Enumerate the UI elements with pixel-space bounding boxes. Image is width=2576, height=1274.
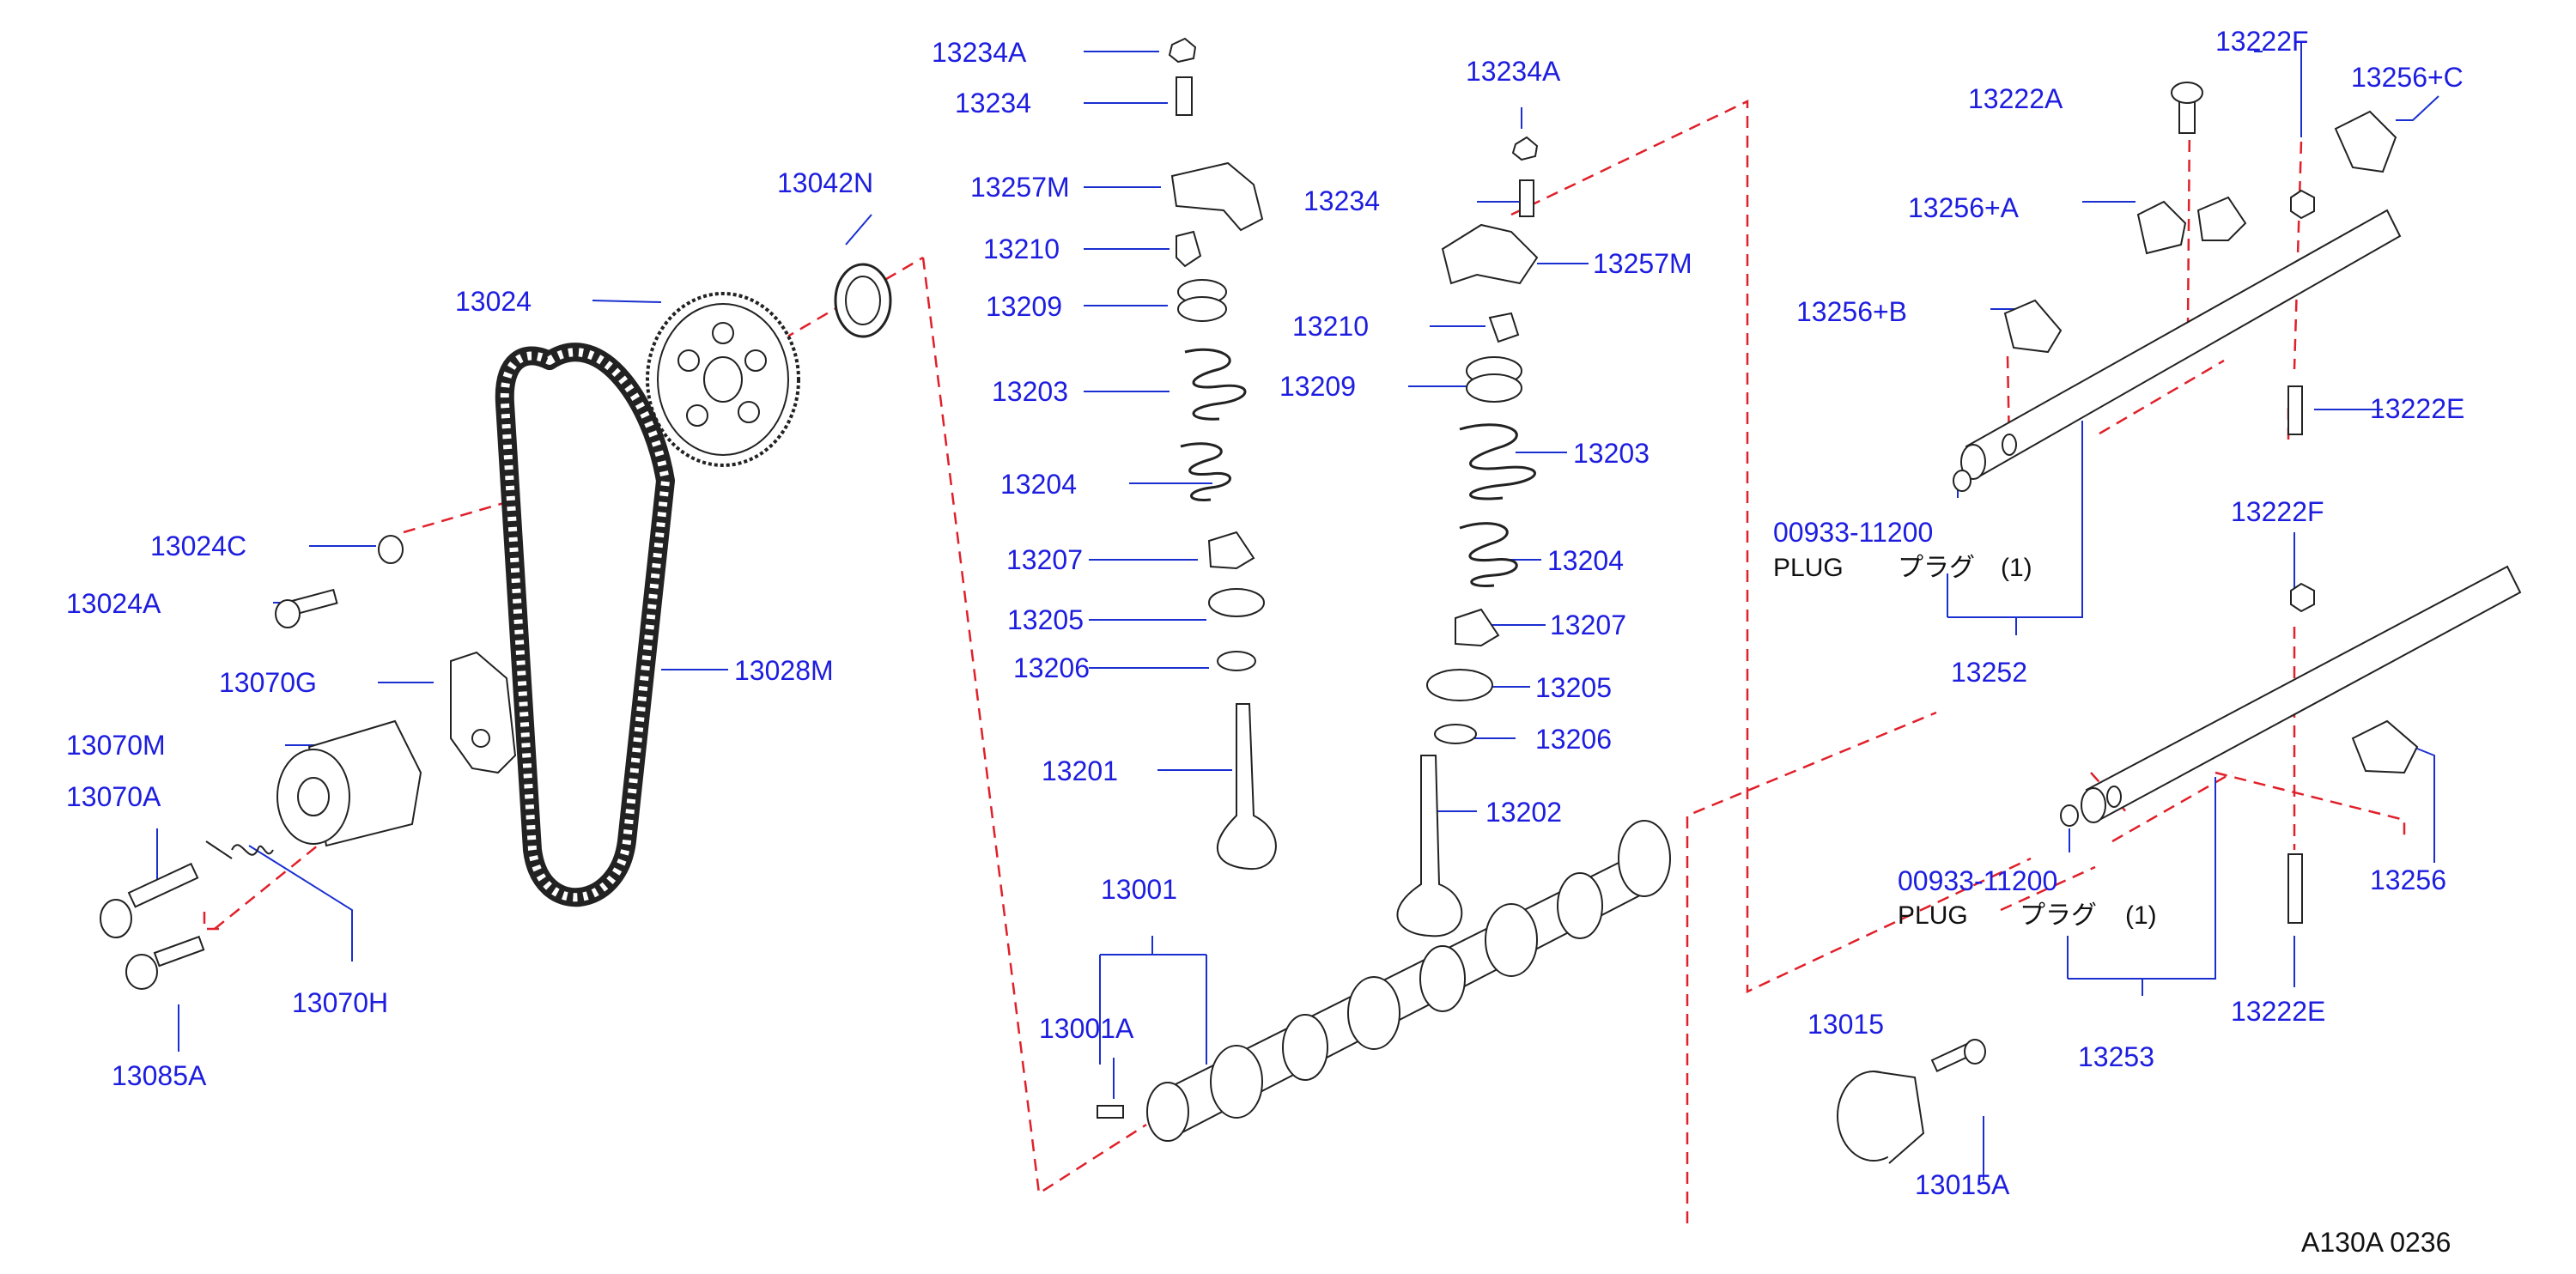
diagram-code: A130A 0236 [2301, 1227, 2451, 1258]
part-label-13206-right[interactable]: 13206 [1535, 724, 1612, 755]
part-label-13257m-left[interactable]: 13257M [970, 172, 1070, 203]
oil-seal [835, 264, 890, 337]
bolt-13024a [276, 590, 337, 628]
tensioner-bracket [451, 652, 515, 773]
stud-13222e-top [2288, 386, 2302, 434]
bolt-13070a [100, 864, 197, 937]
washer [379, 536, 403, 563]
part-label-13234a-right[interactable]: 13234A [1466, 56, 1561, 87]
leader-lines [156, 43, 2439, 1180]
part-label-13256b[interactable]: 13256+B [1796, 296, 1908, 327]
part-label-13205-left[interactable]: 13205 [1007, 604, 1084, 635]
rocker-shaft-upper [1953, 210, 2400, 491]
rocker-arms-upper [2005, 112, 2396, 352]
part-label-13001[interactable]: 13001 [1101, 874, 1177, 905]
part-label-13204-left[interactable]: 13204 [1000, 469, 1077, 500]
part-label-13042n[interactable]: 13042N [777, 167, 874, 198]
part-label-13201[interactable]: 13201 [1042, 755, 1118, 786]
part-label-13024a[interactable]: 13024A [66, 588, 161, 619]
part-label-13210-right[interactable]: 13210 [1292, 311, 1369, 342]
rocker-arm-13256 [2353, 721, 2417, 773]
plug-note-top-name: PLUG [1773, 554, 1844, 582]
line-art [100, 39, 2520, 1163]
part-label-13028m[interactable]: 13028M [734, 655, 834, 686]
part-label-13222f-top[interactable]: 13222F [2215, 26, 2309, 57]
thrust-plate [1838, 1071, 1923, 1163]
part-label-13209-right[interactable]: 13209 [1279, 371, 1356, 402]
left-valve-stack [1170, 39, 1276, 869]
rocker-shaft-lower [2061, 567, 2520, 826]
part-label-13234-right[interactable]: 13234 [1303, 185, 1380, 216]
nut-13222f-top [2291, 191, 2314, 218]
part-label-13205-right[interactable]: 13205 [1535, 672, 1612, 703]
part-label-13203-left[interactable]: 13203 [992, 376, 1068, 407]
tensioner-spring [206, 841, 273, 858]
part-label-13253[interactable]: 13253 [2078, 1041, 2154, 1072]
plug-note-bottom-name: PLUG [1898, 901, 1968, 930]
part-label-13222f-bottom[interactable]: 13222F [2231, 496, 2324, 527]
part-label-13001a[interactable]: 13001A [1039, 1013, 1134, 1044]
part-label-13070g[interactable]: 13070G [219, 667, 317, 698]
part-label-13234a-left[interactable]: 13234A [932, 37, 1027, 68]
part-label-13210-left[interactable]: 13210 [983, 234, 1060, 264]
part-label-13204-right[interactable]: 13204 [1547, 545, 1624, 576]
part-label-13070m[interactable]: 13070M [66, 730, 166, 761]
plug-note-top-qty: (1) [2001, 554, 2032, 582]
part-label-13015[interactable]: 13015 [1807, 1009, 1884, 1040]
part-label-13070a[interactable]: 13070A [66, 781, 161, 812]
camshaft [1147, 821, 1670, 1141]
camshaft-pulley [647, 294, 799, 465]
part-label-13256a[interactable]: 13256+A [1908, 192, 2020, 223]
part-label-13070h[interactable]: 13070H [292, 987, 389, 1018]
dowel-pin [1097, 1106, 1123, 1118]
part-label-13209-left[interactable]: 13209 [986, 291, 1062, 322]
part-label-13256[interactable]: 13256 [2370, 864, 2446, 895]
part-label-13085a[interactable]: 13085A [112, 1060, 207, 1091]
part-label-13207-right[interactable]: 13207 [1550, 610, 1626, 640]
timing-belt [505, 352, 665, 897]
part-label-13203-right[interactable]: 13203 [1573, 438, 1649, 469]
part-label-13252[interactable]: 13252 [1951, 657, 2027, 688]
part-label-13206-left[interactable]: 13206 [1013, 652, 1090, 683]
part-label-13222e-bottom[interactable]: 13222E [2231, 996, 2326, 1027]
part-label-13024[interactable]: 13024 [455, 286, 532, 317]
part-label-13257m-right[interactable]: 13257M [1593, 248, 1692, 279]
part-label-13256c[interactable]: 13256+C [2351, 62, 2464, 93]
part-label-00933-bottom[interactable]: 00933-11200 [1898, 865, 2058, 896]
part-label-13015a[interactable]: 13015A [1915, 1169, 2010, 1200]
part-label-13234-left[interactable]: 13234 [955, 88, 1031, 118]
bolt-13015a [1932, 1040, 1985, 1071]
part-label-13202[interactable]: 13202 [1485, 797, 1562, 828]
bolt-13085a [126, 937, 204, 989]
plug-note-bottom-jp: プラグ [2020, 901, 2097, 930]
part-label-00933-top[interactable]: 00933-11200 [1773, 517, 1934, 548]
bolt-13222a [2172, 82, 2202, 133]
part-label-13222a[interactable]: 13222A [1968, 83, 2063, 114]
right-valve-stack [1397, 137, 1537, 936]
plug-note-bottom-qty: (1) [2125, 901, 2157, 930]
stud-13222e-bottom [2288, 854, 2302, 923]
part-label-13024c[interactable]: 13024C [150, 531, 247, 561]
part-label-13207-left[interactable]: 13207 [1006, 544, 1083, 575]
part-label-13222e-top[interactable]: 13222E [2370, 393, 2465, 424]
tensioner-pulley [277, 721, 421, 846]
nut-13222f-bottom [2291, 584, 2314, 611]
plug-note-top-jp: プラグ [1898, 554, 1975, 582]
